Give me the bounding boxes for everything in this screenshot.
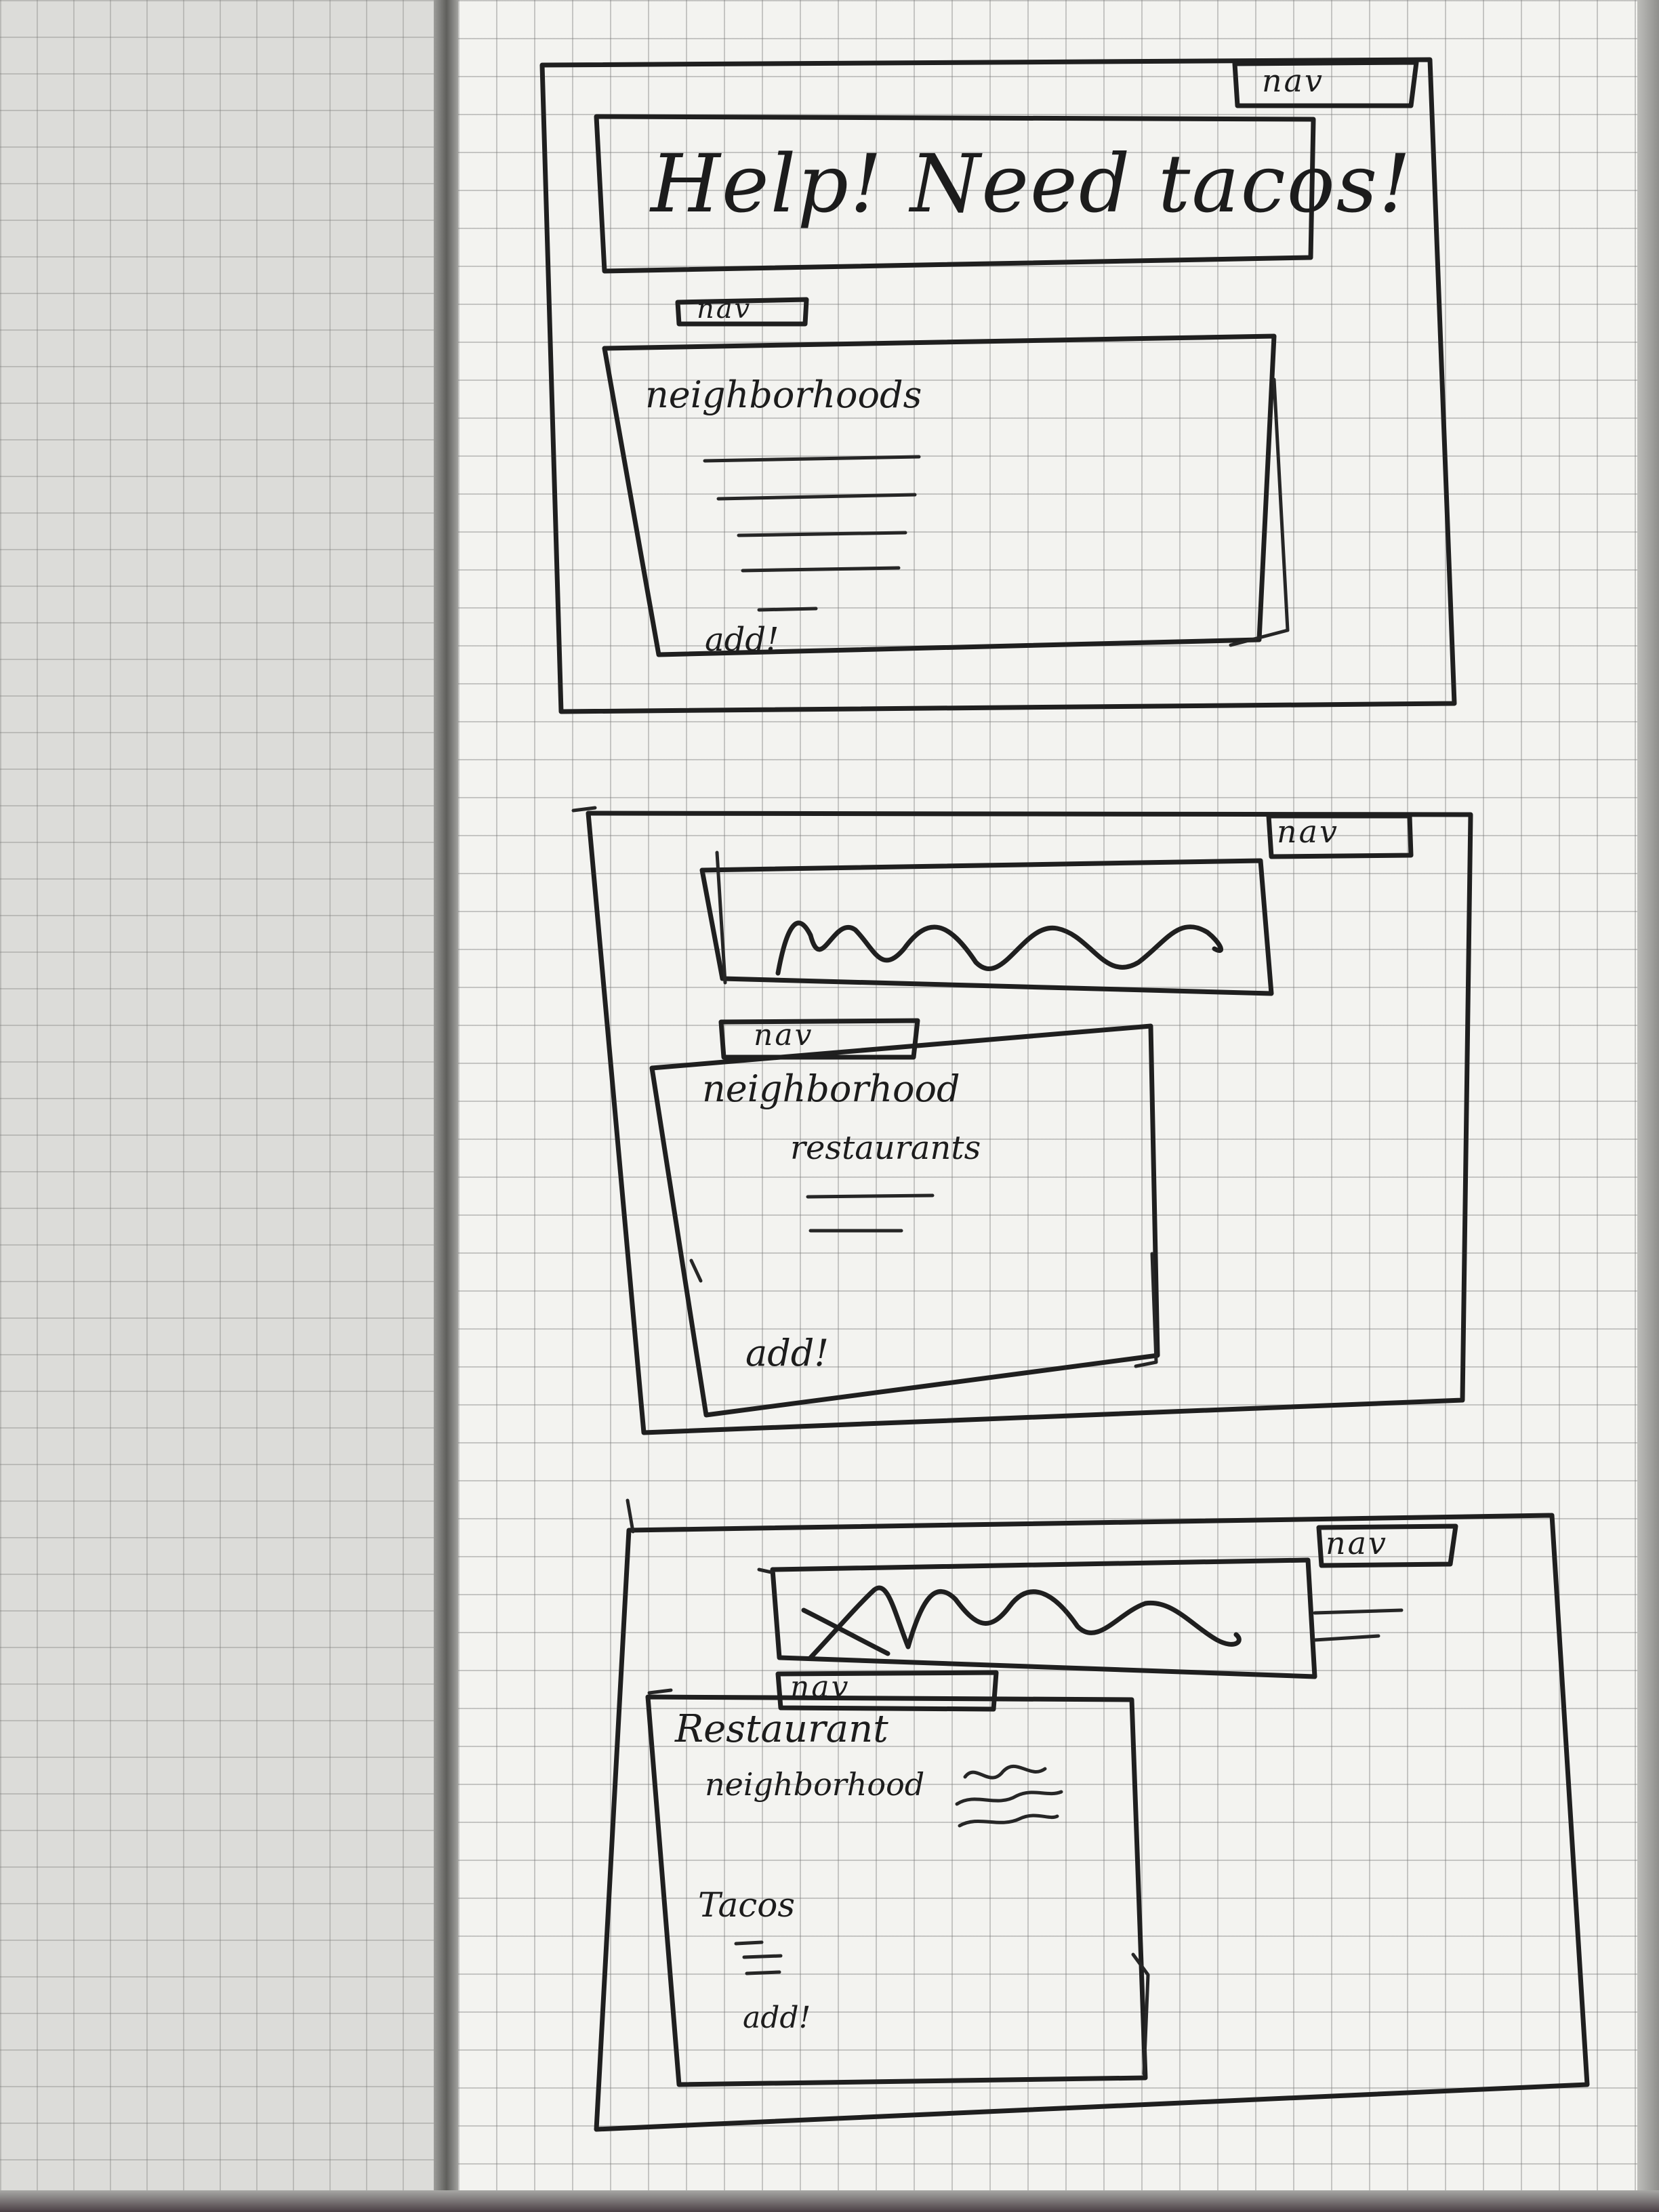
sketch-1-sub-nav-box: [675, 297, 809, 327]
sketch-1-top-nav-label: nav: [1262, 62, 1325, 99]
sketch-2-frame-tick: [571, 806, 597, 813]
left-notebook-page: [0, 0, 446, 2212]
sketch-1-panel-shadow: [1229, 377, 1290, 647]
sketch-1-drawing: [539, 57, 1457, 714]
sketch-3-sub-nav-label: nav: [790, 1670, 851, 1704]
sketch-3-top-nav-box: [1316, 1523, 1458, 1568]
sketch-2-panel-left-tick: [689, 1258, 703, 1283]
sketch-2-panel-shadow: [1134, 1252, 1158, 1368]
sketch-3-panel: [645, 1694, 1148, 2087]
sketch-2-add-link[interactable]: add!: [745, 1332, 830, 1374]
sketch-3-panel-shadow: [1131, 1952, 1150, 2076]
page-bottom-edge: [0, 2190, 1659, 2212]
sketch-1-sub-nav-label: nav: [697, 293, 752, 325]
notebook-spine: [434, 0, 462, 2212]
sketch-3-panel-line-1: Restaurant: [675, 1707, 888, 1751]
sketch-3-detail-squiggle: [955, 1764, 1063, 1828]
sketch-1-heading-box: [594, 114, 1316, 274]
sketch-3-list-lines: [734, 1940, 783, 1975]
sketch-3-panel-line-2: neighborhood: [705, 1766, 925, 1803]
sketch-2-top-nav-box: [1266, 813, 1414, 859]
sketch-1-add-link[interactable]: add!: [705, 621, 779, 659]
sketch-1-panel-line-1: neighborhoods: [645, 373, 922, 416]
sketch-3-heading-squiggle: [801, 1585, 1242, 1660]
sketch-1-list-lines: [703, 455, 921, 612]
sketch-2-top-nav-label: nav: [1277, 813, 1340, 850]
sketch-3-panel-left-tick: [647, 1688, 673, 1695]
sketch-3-frame-tick: [626, 1498, 635, 1534]
sketch-3-drawing: [594, 1498, 1590, 2132]
sketch-2-heading-box: [699, 858, 1274, 996]
sketch-3-frame: [594, 1513, 1590, 2132]
sketch-2-list-lines: [806, 1193, 935, 1233]
sketch-1-panel: [602, 333, 1277, 657]
sketch-2-heading-tick: [715, 851, 727, 985]
sketch-2-sub-nav-box: [718, 1018, 920, 1060]
sketch-3-panel-line-3: Tacos: [698, 1885, 796, 1925]
sketch-3-heading-tick: [757, 1568, 1404, 1642]
sketch-2-frame: [586, 811, 1473, 1435]
sketch-3-add-link[interactable]: add!: [743, 2001, 811, 2035]
desk-surface: [1637, 0, 1659, 2212]
sketch-2-panel-line-1: neighborhood: [702, 1067, 960, 1110]
sketch-2-heading-squiggle: [775, 920, 1223, 976]
sketch-1-frame: [539, 57, 1457, 714]
sketch-3-top-nav-label: nav: [1326, 1525, 1389, 1561]
sketch-3-heading-box: [770, 1557, 1317, 1679]
sketch-2-sub-nav-label: nav: [754, 1018, 814, 1052]
sketch-1-heading: Help! Need tacos!: [651, 137, 1412, 230]
sketch-1-top-nav-box: [1232, 60, 1419, 108]
sketch-2-panel-line-2: restaurants: [790, 1129, 981, 1167]
sketch-2-drawing: [571, 806, 1473, 1435]
